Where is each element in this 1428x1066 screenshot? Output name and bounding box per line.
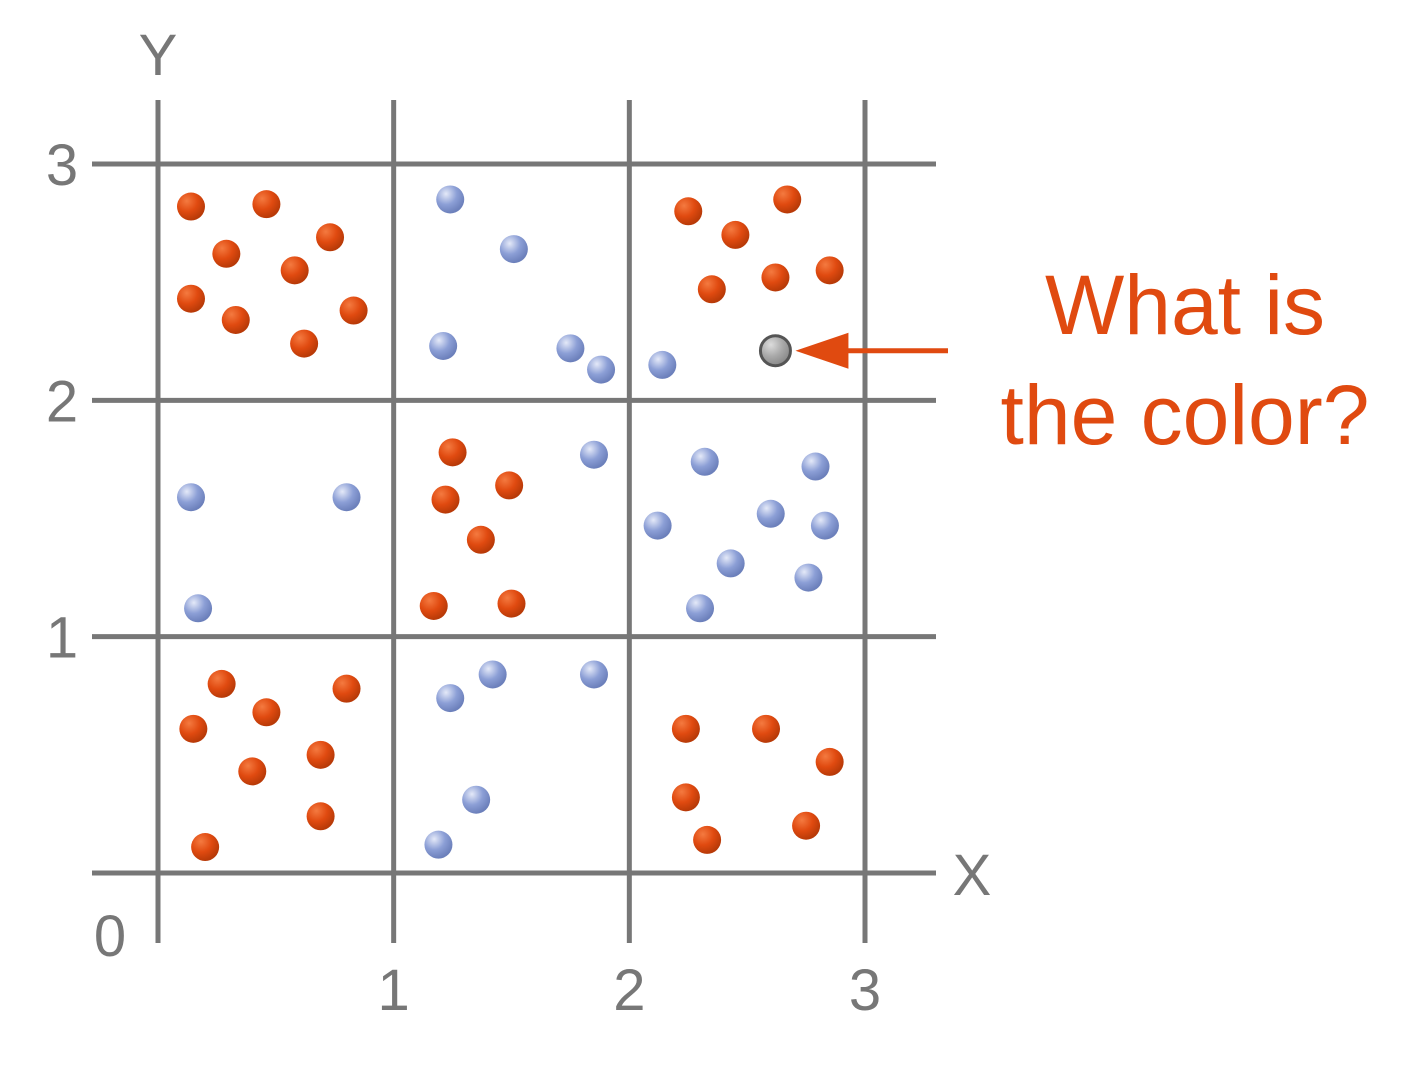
blue-point [801,452,830,481]
blue-point [648,350,677,379]
orange-point [721,220,750,249]
blue-point [556,334,585,363]
arrow-head [795,332,849,369]
orange-point [815,256,844,285]
orange-point [752,714,781,743]
blue-point [756,499,785,528]
blue-point [686,594,715,623]
orange-point [792,811,821,840]
blue-point [424,830,453,859]
orange-point [431,485,460,514]
blue-point [499,235,528,264]
orange-point [316,223,345,252]
blue-point [579,660,608,689]
orange-point [497,589,526,618]
blue-point [332,483,361,512]
orange-point [815,747,844,776]
blue-point [436,185,465,214]
y-tick-label: 2 [46,369,78,434]
orange-point [419,591,448,620]
blue-point [690,447,719,476]
orange-point [238,757,267,786]
orange-point [179,714,208,743]
blue-point [643,511,672,540]
question-line-1: What is [1044,258,1326,352]
blue-point [176,483,205,512]
orange-point [290,329,319,358]
grid-lines [92,100,936,943]
query-point-group [758,332,948,369]
orange-point [306,740,335,769]
data-points [176,185,844,862]
blue-point [462,785,491,814]
axis-labels: Y X 0 1 2 3 1 2 3 [46,23,991,1023]
orange-point [761,263,790,292]
blue-point [478,660,507,689]
y-tick-label: 3 [46,133,78,198]
orange-point [671,783,700,812]
orange-point [693,825,722,854]
blue-point [184,594,213,623]
blue-point [587,355,616,384]
orange-point [252,698,281,727]
origin-label: 0 [94,904,126,969]
question-annotation: What is the color? [950,250,1420,470]
orange-point [495,471,524,500]
orange-point [207,669,236,698]
query-point [758,334,792,368]
blue-point [436,684,465,713]
blue-point [794,563,823,592]
y-tick-label: 1 [46,606,78,671]
orange-point [332,674,361,703]
x-tick-label: 1 [378,958,410,1023]
blue-point [810,511,839,540]
orange-point [176,192,205,221]
orange-point [674,197,703,226]
x-axis-label: X [953,843,992,908]
orange-point [212,239,241,268]
orange-point [191,833,220,862]
question-line-2: the color? [1000,368,1370,462]
orange-point [176,284,205,313]
orange-point [773,185,802,214]
orange-point [252,190,281,219]
orange-point [438,438,467,467]
blue-point [716,549,745,578]
blue-point [429,331,458,360]
x-tick-label: 2 [613,958,645,1023]
orange-point [221,305,250,334]
blue-point [579,440,608,469]
y-axis-label: Y [139,23,178,88]
orange-point [466,525,495,554]
orange-point [671,714,700,743]
orange-point [697,275,726,304]
orange-point [306,802,335,831]
orange-point [339,296,368,325]
x-tick-label: 3 [849,958,881,1023]
orange-point [280,256,309,285]
